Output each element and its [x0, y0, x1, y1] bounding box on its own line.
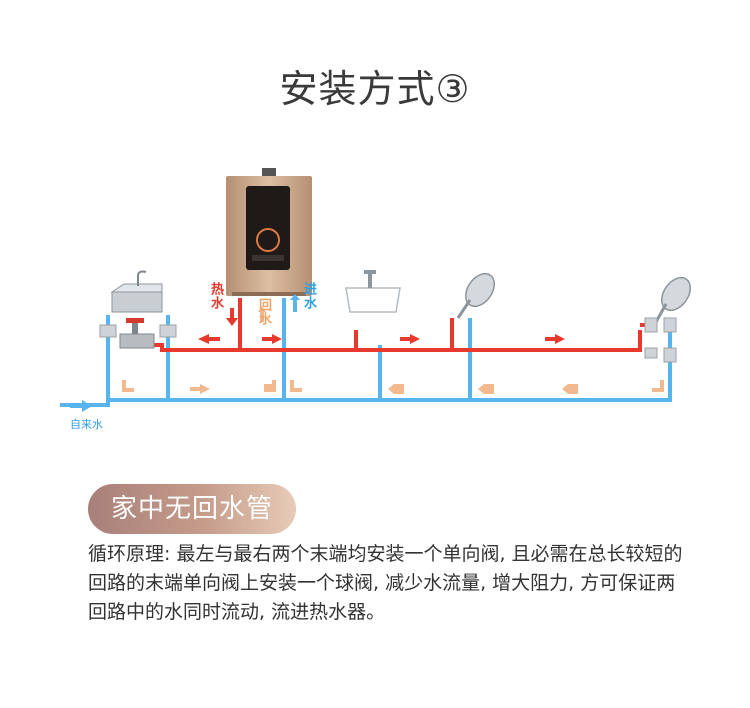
principle-description: 循环原理: 最左与最右两个末端均安装一个单向阀, 且必需在总长较短的回路的末端单…	[88, 543, 683, 623]
water-heater-icon	[226, 168, 312, 296]
shower-head-icon	[456, 272, 496, 319]
tap-water-label: 自来水	[70, 418, 103, 431]
cold-flow-arrows	[70, 294, 300, 412]
page-title: 安装方式③	[279, 67, 471, 111]
valve-icon	[119, 318, 155, 349]
shower-head-icon	[654, 276, 692, 323]
basin-icon	[345, 270, 401, 313]
no-return-pipe-badge: 家中无回水管	[88, 484, 296, 534]
sink-icon	[110, 270, 163, 313]
return-water-label: 回水	[256, 298, 271, 326]
hot-flow-arrows	[198, 308, 565, 344]
pipe-fittings	[99, 317, 677, 363]
inlet-water-label: 进水	[301, 282, 316, 310]
return-flow-arrows	[122, 306, 664, 394]
hot-water-pipes	[150, 298, 650, 352]
hot-water-label: 热水	[208, 282, 223, 310]
